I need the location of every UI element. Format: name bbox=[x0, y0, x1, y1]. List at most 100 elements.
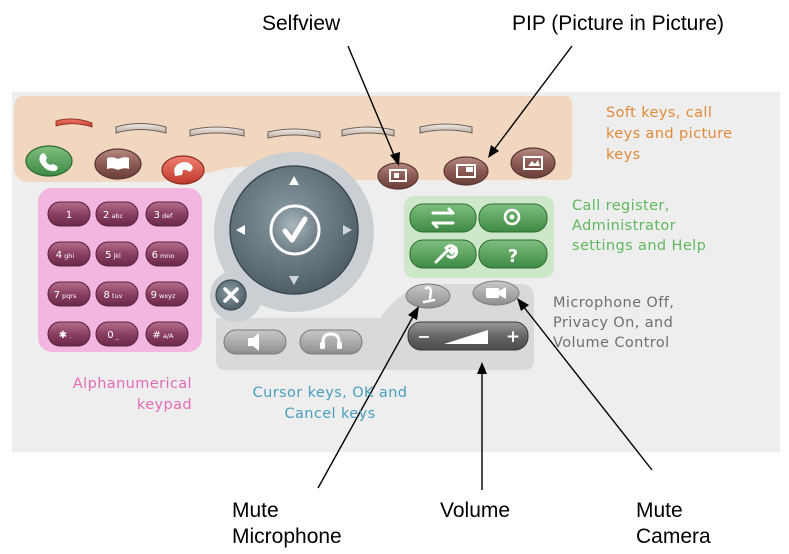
ok-button bbox=[269, 204, 321, 256]
call-button bbox=[25, 145, 73, 177]
ok-check-icon bbox=[282, 216, 308, 243]
selfview-icon bbox=[389, 169, 407, 182]
arrow-up-icon bbox=[289, 176, 299, 185]
keypad-key-label: #a/A bbox=[152, 330, 174, 341]
mute-camera-button bbox=[472, 280, 520, 306]
caption-line: Alphanumerical bbox=[72, 376, 192, 392]
wrench-icon bbox=[434, 244, 459, 264]
keypad-key-label: 1 bbox=[66, 210, 72, 221]
microphone-off-icon bbox=[422, 286, 436, 304]
callout-mute-camera: Mute Camera bbox=[636, 498, 711, 550]
caption-line: keypad bbox=[136, 397, 192, 413]
presentation-button bbox=[510, 147, 556, 179]
callout-line: Mute bbox=[636, 499, 683, 522]
caption-line: keys bbox=[606, 147, 641, 163]
callout-mute-microphone: Mute Microphone bbox=[232, 498, 342, 550]
callout-arrows bbox=[317, 45, 653, 490]
cancel-x-icon bbox=[223, 287, 239, 303]
help-button bbox=[478, 239, 548, 269]
caption-line: Call register, bbox=[572, 198, 670, 214]
phonebook-button bbox=[94, 148, 142, 180]
caption-line: keys and picture bbox=[606, 126, 733, 142]
pip-button bbox=[443, 156, 489, 186]
caption-line: settings and Help bbox=[572, 238, 707, 254]
arrow-left-icon bbox=[236, 225, 245, 235]
caption-line: Microphone Off, bbox=[553, 295, 675, 311]
volume-level-icon bbox=[444, 330, 488, 344]
call-icon bbox=[39, 153, 58, 172]
caption-soft-keys: Soft keys, call keys and picture keys bbox=[606, 103, 732, 166]
keypad-key-label: ✱. bbox=[59, 330, 71, 341]
call-register-button bbox=[409, 203, 477, 233]
speaker-icon bbox=[248, 333, 259, 351]
soft-keys bbox=[55, 118, 473, 139]
callout-selfview: Selfview bbox=[262, 12, 341, 35]
phonebook-icon bbox=[107, 157, 129, 170]
arrow-down-icon bbox=[289, 276, 299, 285]
caption-cursor: Cursor keys, OK and Cancel keys bbox=[230, 383, 430, 425]
mute-microphone-arrow bbox=[317, 312, 416, 489]
keypad-key-11[interactable]: 0_ bbox=[95, 321, 139, 347]
caption-call-register: Call register, Administrator settings an… bbox=[572, 196, 706, 256]
caption-line: Administrator bbox=[572, 218, 677, 234]
volume-control: − + bbox=[407, 321, 529, 351]
settings-icon bbox=[503, 208, 521, 226]
keypad-band bbox=[38, 188, 202, 352]
headset-button bbox=[299, 329, 363, 355]
pip-arrow bbox=[492, 45, 573, 152]
caption-alphanumeric: Alphanumerical keypad bbox=[48, 374, 192, 416]
swap-icon bbox=[431, 207, 455, 229]
caption-line: Soft keys, call bbox=[606, 105, 713, 121]
help-icon: ? bbox=[508, 246, 518, 267]
presentation-icon bbox=[523, 156, 543, 170]
callout-line: Microphone bbox=[232, 525, 342, 548]
navigation-pad bbox=[229, 165, 359, 295]
callout-line: Mute bbox=[232, 499, 279, 522]
selfview-arrow bbox=[347, 45, 397, 161]
cancel-button bbox=[215, 279, 247, 311]
pip-icon bbox=[456, 164, 476, 178]
selfview-button bbox=[377, 162, 419, 190]
callout-volume: Volume bbox=[440, 499, 511, 522]
volume-plus: + bbox=[506, 327, 520, 347]
camera-icon bbox=[486, 288, 499, 298]
keypad-key-12[interactable]: #a/A bbox=[145, 321, 189, 347]
keypad-key-label: 0_ bbox=[107, 330, 119, 341]
hang-up-button bbox=[161, 155, 205, 185]
soft-keys-band bbox=[14, 96, 572, 182]
mute-camera-arrow bbox=[522, 305, 653, 471]
microphone-off-button bbox=[405, 283, 451, 309]
callout-pip: PIP (Picture in Picture) bbox=[512, 12, 725, 35]
volume-minus: − bbox=[417, 327, 430, 346]
call-register-keys: ? bbox=[409, 203, 548, 269]
callout-line: Camera bbox=[636, 525, 711, 548]
keypad-key-1[interactable]: 1 bbox=[47, 201, 91, 227]
hang-up-icon bbox=[174, 162, 193, 176]
caption-line: Volume Control bbox=[553, 335, 670, 351]
caption-line: Cancel keys bbox=[284, 406, 376, 422]
arrow-right-icon bbox=[343, 225, 352, 235]
keypad-key-10[interactable]: ✱. bbox=[47, 321, 91, 347]
caption-line: Privacy On, and bbox=[553, 315, 674, 331]
headset-icon bbox=[321, 332, 341, 346]
caption-microphone: Microphone Off, Privacy On, and Volume C… bbox=[553, 293, 674, 353]
caption-line: Cursor keys, OK and bbox=[252, 385, 408, 401]
